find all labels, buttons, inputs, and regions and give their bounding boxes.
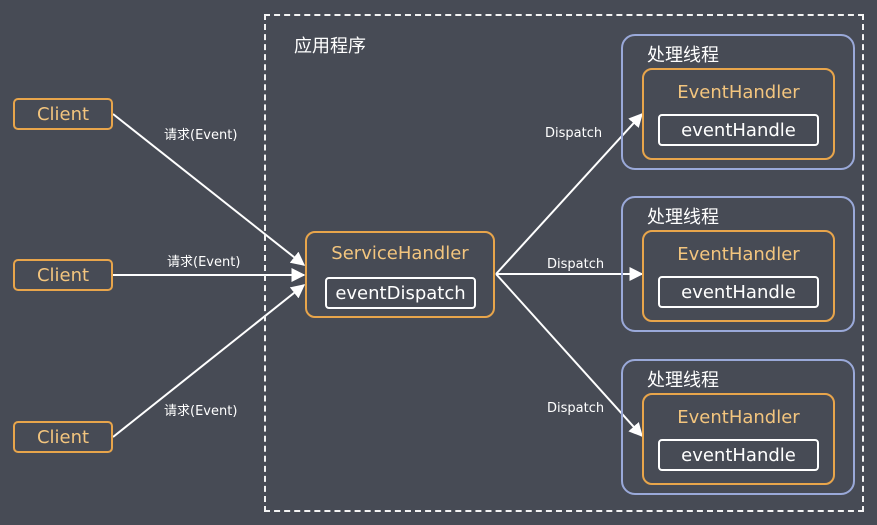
application-region <box>264 14 864 512</box>
request-label-3: 请求(Event) <box>164 404 238 419</box>
client-box-1: Client <box>13 98 113 130</box>
thread-title: 处理线程 <box>647 207 719 228</box>
request-label-2: 请求(Event) <box>167 255 241 270</box>
dispatch-arrow-1 <box>495 112 643 275</box>
processing-thread-3: 处理线程 EventHandler eventHandle <box>621 359 855 495</box>
event-handle-box: eventHandle <box>658 439 819 471</box>
dispatch-label-3: Dispatch <box>547 401 605 416</box>
event-handler-title: EventHandler <box>677 244 800 265</box>
dispatch-arrow-3 <box>495 273 643 438</box>
processing-thread-2: 处理线程 EventHandler eventHandle <box>621 196 855 332</box>
dispatch-label-1: Dispatch <box>545 126 603 141</box>
event-handler-box: EventHandler eventHandle <box>642 68 835 160</box>
thread-title: 处理线程 <box>647 45 719 66</box>
event-handle-box: eventHandle <box>658 114 819 146</box>
event-handler-box: EventHandler eventHandle <box>642 230 835 322</box>
thread-title: 处理线程 <box>647 370 719 391</box>
processing-thread-1: 处理线程 EventHandler eventHandle <box>621 34 855 170</box>
service-handler-box: ServiceHandler eventDispatch <box>305 231 495 318</box>
event-handler-title: EventHandler <box>677 82 800 103</box>
event-handle-box: eventHandle <box>658 276 819 308</box>
application-title: 应用程序 <box>294 36 366 57</box>
client-box-3: Client <box>13 421 113 453</box>
request-arrow-3 <box>112 284 306 438</box>
request-label-1: 请求(Event) <box>164 128 238 143</box>
event-handler-box: EventHandler eventHandle <box>642 393 835 485</box>
event-handler-title: EventHandler <box>677 407 800 428</box>
client-box-2: Client <box>13 259 113 291</box>
dispatch-label-2: Dispatch <box>547 257 605 272</box>
request-arrow-1 <box>112 113 306 266</box>
service-handler-title: ServiceHandler <box>331 243 469 264</box>
event-dispatch-box: eventDispatch <box>325 277 476 309</box>
